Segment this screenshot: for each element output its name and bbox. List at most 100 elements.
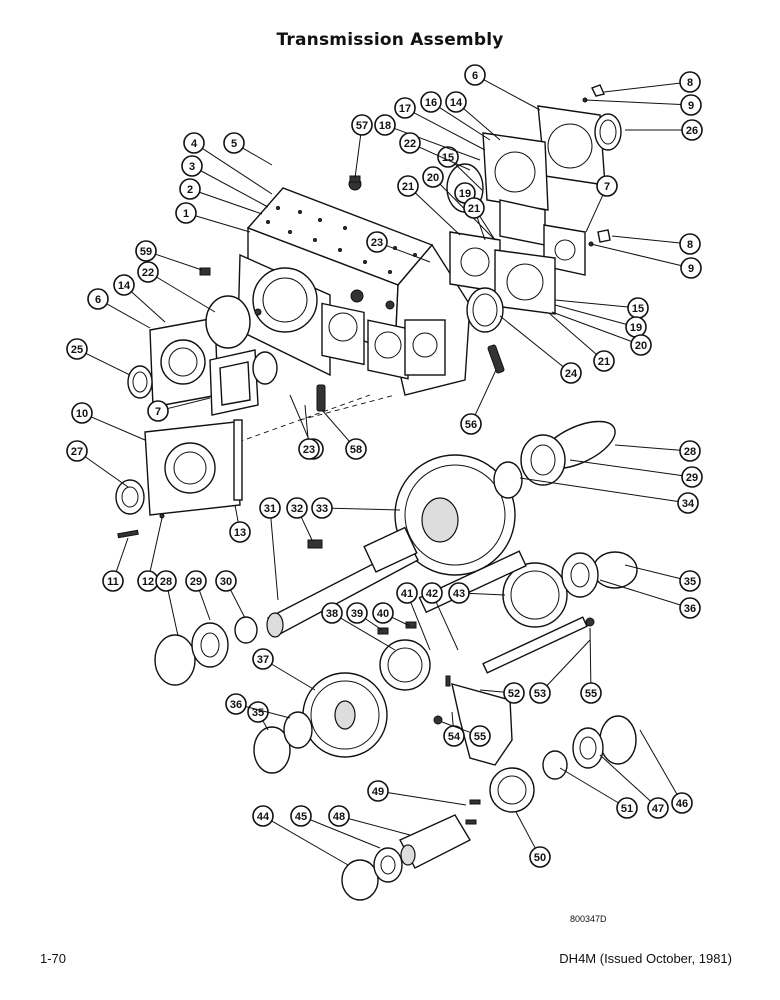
callout-leader — [270, 517, 279, 601]
callout-leader — [245, 706, 291, 719]
callout-leader — [364, 618, 383, 631]
callout-number: 47 — [652, 803, 664, 815]
callout-leader — [515, 811, 536, 849]
callout-37: 37 — [252, 648, 274, 670]
figure-code: 800347D — [570, 914, 607, 924]
callout-number: 51 — [621, 803, 633, 815]
callout-leader — [483, 79, 541, 111]
callout-47: 47 — [647, 797, 669, 819]
callout-leader — [199, 191, 263, 215]
callout-number: 22 — [142, 267, 154, 279]
callout-21: 21 — [463, 197, 485, 219]
transmission-housing — [237, 187, 471, 396]
callout-leader — [271, 820, 349, 866]
right-upper-retainer — [348, 84, 622, 333]
callout-number: 31 — [264, 503, 276, 515]
callout-number: 8 — [687, 239, 693, 251]
callout-number: 16 — [425, 97, 437, 109]
callout-number: 48 — [333, 811, 345, 823]
callout-33: 33 — [311, 497, 333, 519]
callout-15: 15 — [627, 297, 649, 319]
callout-number: 56 — [465, 419, 477, 431]
callout-leader — [195, 215, 251, 233]
callout-22: 22 — [399, 132, 421, 154]
callout-16: 16 — [420, 91, 442, 113]
callout-leader — [84, 456, 129, 488]
callout-number: 22 — [404, 138, 416, 150]
callout-40: 40 — [372, 602, 394, 624]
callout-leader — [310, 819, 381, 849]
callout-leader — [167, 397, 211, 410]
callout-26: 26 — [681, 119, 703, 141]
callout-6: 6 — [464, 64, 486, 86]
callout-21: 21 — [397, 175, 419, 197]
callout-leader — [554, 299, 629, 308]
callout-number: 50 — [534, 852, 546, 864]
callout-number: 19 — [459, 188, 471, 200]
callout-8: 8 — [679, 233, 701, 255]
callout-57: 57 — [351, 114, 373, 136]
callout-29: 29 — [185, 570, 207, 592]
callout-number: 59 — [140, 246, 152, 258]
callout-leader — [156, 276, 216, 313]
callout-leader — [474, 369, 497, 416]
page-number: 1-70 — [40, 951, 67, 966]
callout-number: 54 — [448, 731, 461, 743]
callout-number: 35 — [684, 576, 696, 588]
callout-leader — [106, 303, 151, 329]
callout-58: 58 — [345, 438, 367, 460]
callout-leader — [386, 245, 431, 263]
callout-number: 43 — [453, 588, 465, 600]
callout-number: 46 — [676, 798, 688, 810]
callout-leader — [149, 517, 163, 572]
callout-leader — [441, 721, 471, 734]
callout-number: 52 — [508, 688, 520, 700]
callout-leader — [131, 291, 166, 323]
callout-number: 23 — [303, 444, 315, 456]
callout-leader — [435, 601, 459, 651]
callout-number: 5 — [231, 138, 237, 150]
callout-leader — [468, 592, 506, 596]
callout-leader — [198, 590, 211, 621]
callout-leader — [340, 617, 396, 651]
callout-48: 48 — [328, 805, 350, 827]
callout-leader — [554, 304, 627, 325]
callout-55: 55 — [469, 725, 491, 747]
callout-leader — [639, 729, 678, 795]
callout-44: 44 — [252, 805, 274, 827]
callout-number: 11 — [107, 576, 119, 588]
callout-leader — [410, 602, 431, 651]
callout-number: 14 — [450, 97, 463, 109]
callout-leader — [584, 99, 682, 106]
callout-number: 21 — [468, 203, 480, 215]
callout-number: 20 — [427, 172, 439, 184]
callout-56: 56 — [460, 413, 482, 435]
callout-number: 14 — [118, 280, 131, 292]
callout-number: 28 — [160, 576, 172, 588]
callout-29: 29 — [681, 466, 703, 488]
callout-number: 4 — [191, 138, 198, 150]
callout-12: 12 — [137, 570, 159, 592]
callout-24: 24 — [560, 362, 582, 384]
callout-13: 13 — [229, 521, 251, 543]
callout-number: 33 — [316, 503, 328, 515]
callout-leader — [331, 507, 401, 511]
callout-53: 53 — [529, 682, 551, 704]
page-title: Transmission Assembly — [276, 30, 504, 50]
callout-leader — [479, 689, 505, 693]
callout-number: 36 — [684, 603, 696, 615]
callout-leader — [585, 194, 604, 233]
callout-22: 22 — [137, 261, 159, 283]
callout-leader — [155, 253, 203, 271]
callout-number: 27 — [71, 446, 83, 458]
callout-14: 14 — [445, 91, 467, 113]
callout-leader — [559, 767, 619, 804]
callout-leader — [391, 616, 411, 627]
callout-number: 6 — [95, 294, 101, 306]
callout-number: 41 — [401, 588, 413, 600]
callout-8: 8 — [679, 71, 701, 93]
callout-25: 25 — [66, 338, 88, 360]
callout-50: 50 — [529, 846, 551, 868]
callout-1: 1 — [175, 202, 197, 224]
